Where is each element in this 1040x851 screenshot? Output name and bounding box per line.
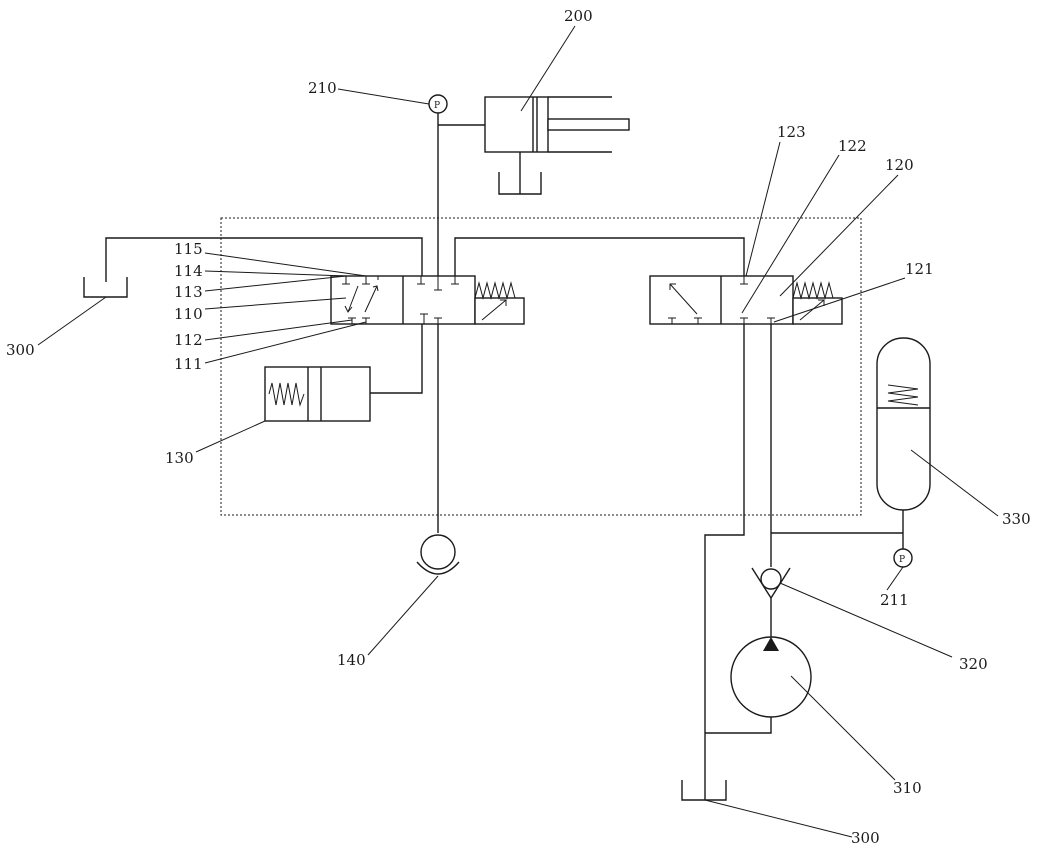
- label-122: 122: [838, 137, 867, 155]
- label-310: 310: [893, 779, 922, 797]
- bottom-tank: [681, 780, 727, 801]
- pressure-gauge-211: P: [893, 548, 913, 568]
- hand-pump-140: [416, 534, 460, 575]
- label-140: 140: [337, 651, 366, 669]
- label-121: 121: [905, 260, 934, 278]
- label-114: 114: [174, 262, 203, 280]
- label-330: 330: [1002, 510, 1031, 528]
- leader-lines: [37, 25, 999, 838]
- label-300-bottom: 300: [851, 829, 880, 847]
- directional-valve-110: [330, 275, 525, 325]
- pressure-gauge-210: P: [428, 94, 448, 114]
- label-211: 211: [880, 591, 909, 609]
- spring-cylinder-130: [264, 366, 371, 422]
- label-210: 210: [308, 79, 337, 97]
- label-115: 115: [174, 240, 203, 258]
- gauge-211-symbol: P: [899, 555, 905, 565]
- label-130: 130: [165, 449, 194, 467]
- label-320: 320: [959, 655, 988, 673]
- label-113: 113: [174, 283, 203, 301]
- actuator-cylinder: [484, 96, 630, 195]
- label-112: 112: [174, 331, 203, 349]
- pump-310: [705, 636, 812, 734]
- control-block-boundary: [220, 217, 862, 516]
- label-123: 123: [777, 123, 806, 141]
- label-200: 200: [564, 7, 593, 25]
- gauge-210-symbol: P: [434, 101, 440, 111]
- directional-valve-120: [649, 275, 843, 325]
- reference-labels: 200 210 123 122 120 121 115 114 113 110 …: [6, 7, 1031, 847]
- check-valve-320: [751, 567, 791, 637]
- label-300-left: 300: [6, 341, 35, 359]
- label-110: 110: [174, 305, 203, 323]
- label-120: 120: [885, 156, 914, 174]
- accumulator-330: [876, 337, 931, 550]
- label-111: 111: [174, 355, 203, 373]
